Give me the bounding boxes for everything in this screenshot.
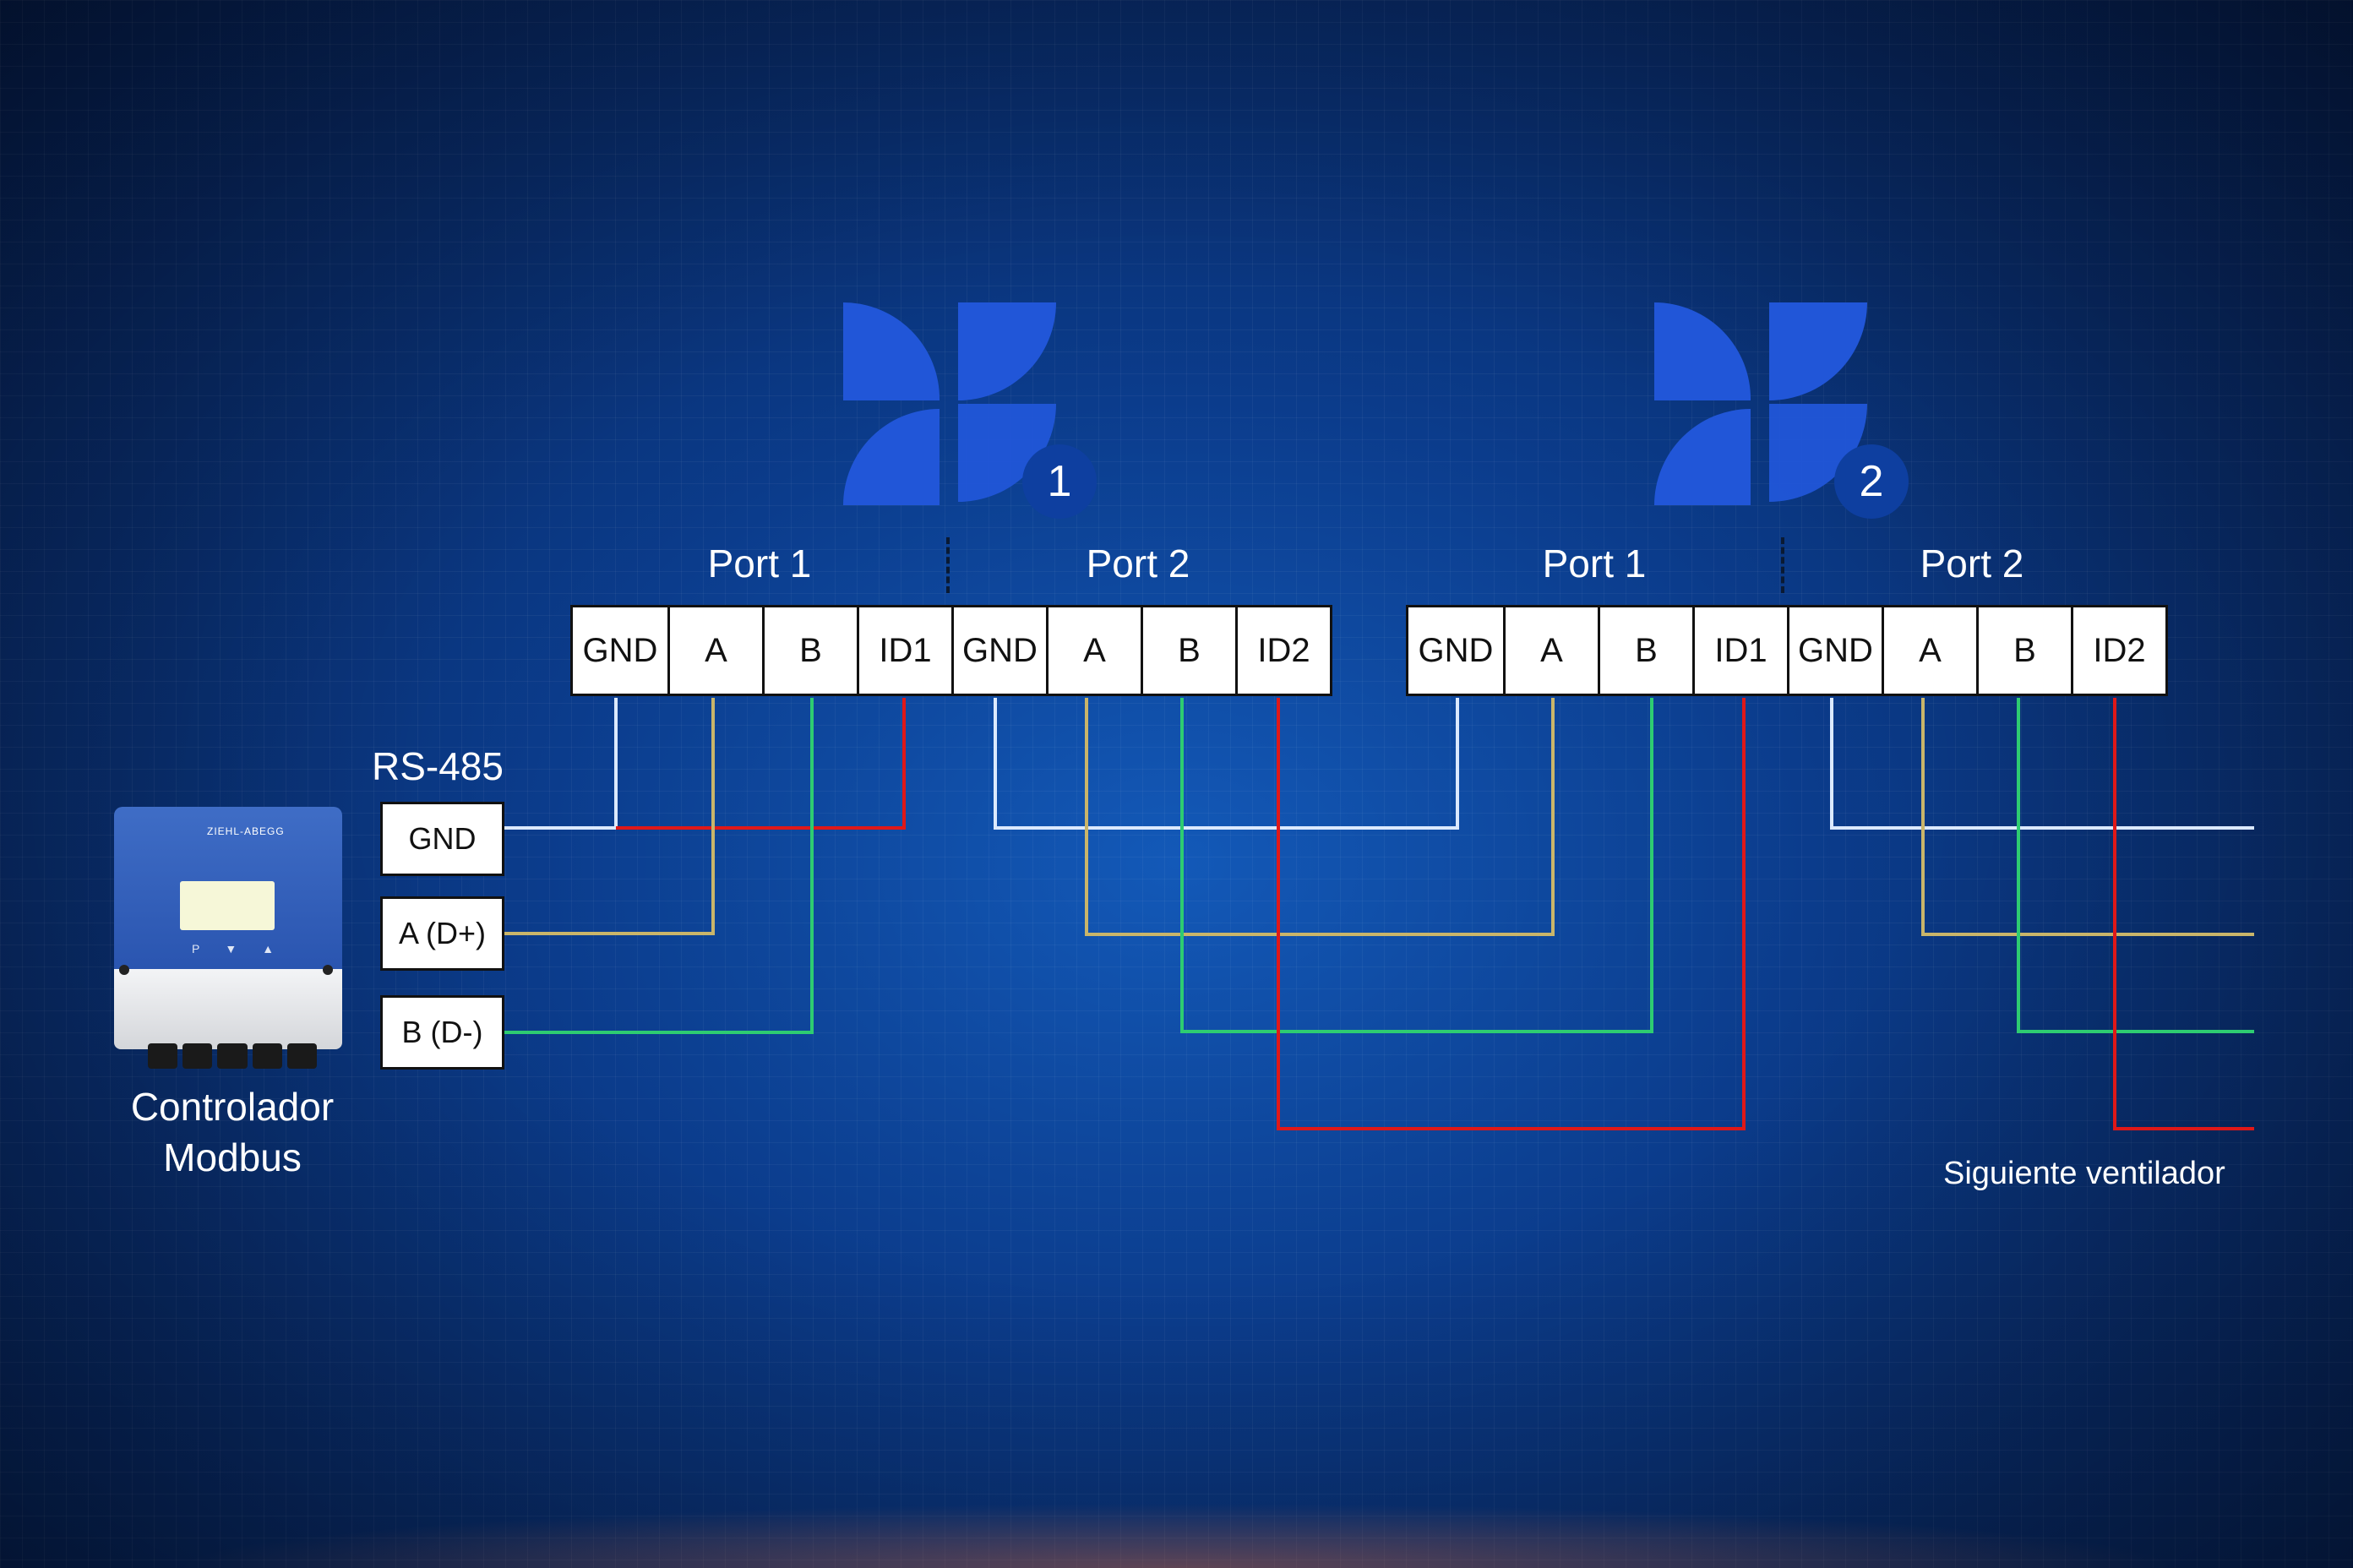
controller-caption-line2: Modbus [163, 1135, 302, 1179]
rs485-terminal-a: A (D+) [380, 896, 504, 971]
fan-1-port-1-label: Port 1 [707, 542, 812, 585]
fan-2-terminal-block: GND A B ID1 GND A B ID2 [1406, 605, 2168, 696]
terminal: B [1141, 607, 1235, 694]
controller-key-p: P [192, 942, 226, 956]
terminal: ID1 [857, 607, 951, 694]
terminal: ID2 [1235, 607, 1330, 694]
rs485-terminal-gnd: GND [380, 802, 504, 876]
terminal: GND [582, 631, 658, 669]
fan-1-port-2-label: Port 2 [1086, 542, 1190, 585]
fan-1-badge: 1 [1022, 444, 1097, 519]
fan-icon [1654, 302, 1867, 505]
wire-a-fan1-fan2 [1085, 698, 1555, 936]
fan-2-port-2-label: Port 2 [1920, 542, 2024, 585]
controller-caption-line1: Controlador [130, 1085, 335, 1129]
wire-id-next [2113, 698, 2254, 1130]
wire-a-controller [504, 698, 715, 935]
controller-display [180, 881, 275, 930]
terminal: B [762, 607, 857, 694]
wire-gnd-controller [504, 698, 618, 830]
terminal: B [1976, 607, 2071, 694]
cable-gland [148, 1043, 178, 1069]
terminal: B [1598, 607, 1692, 694]
rs485-terminal-b: B (D-) [380, 995, 504, 1070]
screw [323, 965, 333, 975]
controller-keys: P▼▲ [192, 942, 299, 956]
wire-id1-fan1 [616, 698, 906, 830]
wire-a-next [1921, 698, 2254, 936]
fan-2-badge: 2 [1834, 444, 1909, 519]
wire-id-fan1-fan2 [1277, 698, 1746, 1130]
cable-gland [252, 1043, 282, 1069]
terminal: ID2 [2071, 607, 2165, 694]
terminal: A [1503, 607, 1598, 694]
rs485-title: RS-485 [372, 744, 504, 788]
fan-1-port-separator [946, 537, 950, 593]
terminal: GND [1418, 631, 1494, 669]
next-fan-label: Siguiente ventilador [1943, 1156, 2225, 1191]
fan-icon [843, 302, 1056, 505]
cable-glands [148, 1043, 318, 1069]
terminal: GND [951, 607, 1046, 694]
controller-key-up: ▲ [262, 942, 300, 956]
wire-b-fan1-fan2 [1180, 698, 1653, 1033]
controller-base [114, 969, 342, 1049]
wire-b-next [2017, 698, 2254, 1033]
modbus-controller-device: ZIEHL-ABEGG P▼▲ [114, 807, 342, 1069]
controller-brand: ZIEHL-ABEGG [207, 825, 285, 837]
controller-front-panel: ZIEHL-ABEGG P▼▲ [114, 807, 342, 969]
terminal: A [1046, 607, 1141, 694]
bottom-glow [0, 1492, 2353, 1568]
fan-2-port-1-label: Port 1 [1542, 542, 1647, 585]
cable-gland [286, 1043, 318, 1069]
controller-key-down: ▼ [225, 942, 263, 956]
terminal: A [1882, 607, 1976, 694]
fan-1-terminal-block: GND A B ID1 GND A B ID2 [570, 605, 1332, 696]
controller-caption: Controlador Modbus [84, 1081, 380, 1183]
terminal: ID1 [1692, 607, 1787, 694]
wire-b-controller [504, 698, 814, 1034]
wire-gnd-fan1-fan2 [994, 698, 1459, 830]
fan-2-port-separator [1781, 537, 1784, 593]
cable-gland [217, 1043, 248, 1069]
cable-gland [182, 1043, 213, 1069]
screw [119, 965, 129, 975]
terminal: A [667, 607, 762, 694]
wire-gnd-next [1830, 698, 2254, 830]
terminal: GND [1787, 607, 1882, 694]
